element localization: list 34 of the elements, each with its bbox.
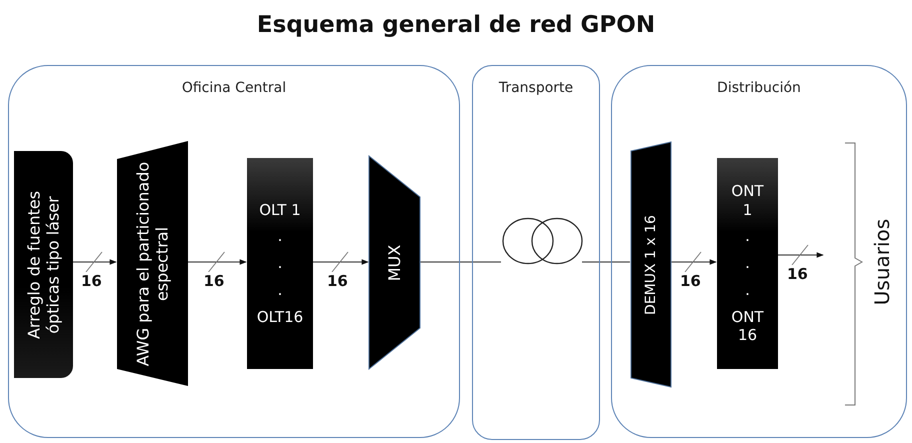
component-block — [717, 158, 778, 369]
block-label: AWG para el particionado espectral — [133, 160, 172, 368]
section-panel — [472, 65, 600, 440]
block-label: ONT 16 — [730, 308, 765, 346]
section-heading: Oficina Central — [182, 80, 286, 96]
component-block — [117, 141, 188, 386]
block-label: OLT16 — [256, 308, 304, 326]
section-panel — [8, 65, 460, 438]
section-panel — [611, 65, 907, 438]
connector-line — [776, 252, 824, 258]
block-label: . — [745, 227, 750, 246]
block-label: . — [278, 280, 282, 300]
fiber-coil-icon — [502, 217, 583, 264]
section-heading: Distribución — [717, 80, 801, 96]
block-label: . — [745, 254, 750, 273]
block-label: ONT 1 — [730, 182, 765, 220]
block-label: DEMUX 1 x 16 — [642, 214, 660, 314]
section-heading: Transporte — [498, 80, 574, 96]
connector-line — [186, 259, 247, 265]
block-label: OLT 1 — [259, 200, 301, 220]
block-label: Arreglo de fuentes ópticas tipo láser — [24, 189, 63, 341]
component-block — [14, 151, 73, 378]
component-block — [369, 156, 420, 369]
diagram-title: Esquema general de red GPON — [256, 12, 656, 38]
block-label: . — [745, 280, 750, 300]
component-block — [247, 158, 313, 369]
block-label: MUX — [384, 244, 404, 281]
group-label: Usuarios — [870, 218, 894, 306]
connector-line — [670, 259, 717, 265]
block-label: . — [278, 227, 282, 246]
connector-line — [312, 259, 369, 265]
block-label: . — [278, 254, 282, 273]
component-block — [631, 142, 671, 387]
connector-line — [72, 259, 117, 265]
